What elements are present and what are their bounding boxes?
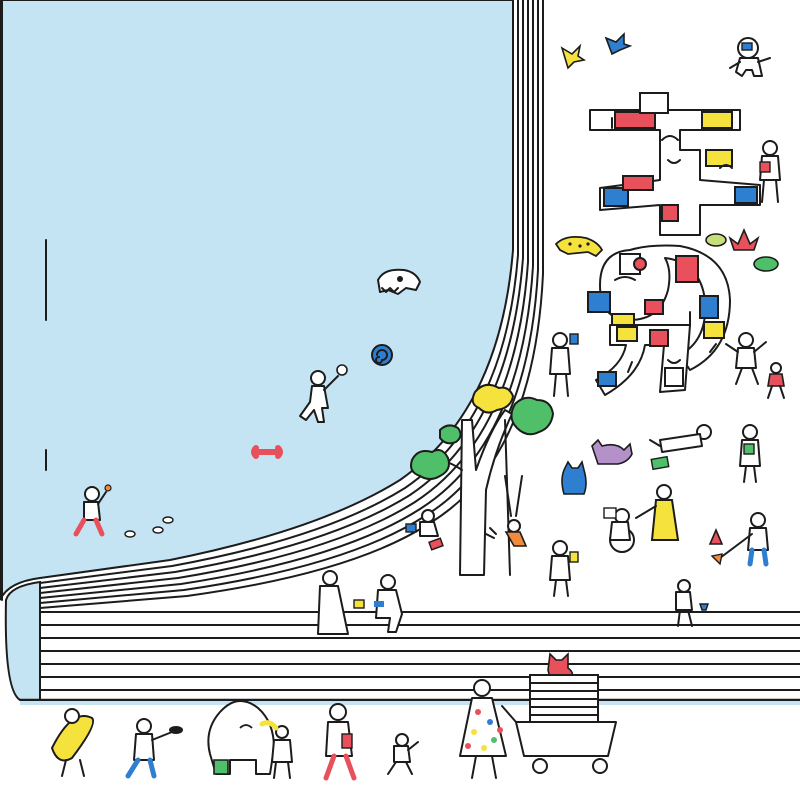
person-walking-books — [323, 703, 357, 781]
tree-icon — [410, 383, 555, 576]
page-stack — [39, 611, 800, 691]
footprints-icon — [124, 516, 174, 538]
book-icon — [0, 0, 800, 705]
dinosaur-skull-icon — [377, 268, 421, 295]
person-with-net — [299, 364, 348, 423]
person-reading-standing — [549, 540, 579, 597]
surfboard-icon — [50, 708, 94, 777]
book-binding — [4, 580, 41, 701]
cat-icon — [591, 438, 633, 465]
cat-icon — [561, 460, 587, 495]
person-dancing — [725, 332, 767, 385]
lotus-icon — [705, 227, 779, 272]
page-edge-lines — [39, 0, 544, 609]
glyph-chikara — [595, 324, 691, 396]
traffic-cone-icon — [708, 527, 724, 545]
person-with-banana — [259, 720, 293, 779]
glyph-hon — [589, 92, 761, 236]
ammonite-icon — [371, 344, 393, 366]
leopard-icon — [554, 235, 604, 258]
child-running — [387, 733, 419, 775]
title-lettering — [587, 92, 761, 396]
person-with-pan — [125, 718, 183, 779]
bone-icon — [251, 445, 283, 459]
person-standing-green — [739, 424, 761, 483]
child-red — [767, 362, 785, 399]
bird-icon — [604, 32, 633, 56]
gorilla-icon — [207, 700, 275, 775]
blue-page — [0, 0, 514, 601]
bird-icon — [560, 43, 587, 70]
person-running-red — [73, 484, 112, 537]
astronaut-icon — [729, 37, 771, 77]
child-reading-under-tree — [405, 509, 444, 551]
person-polka-dot-dress — [459, 679, 507, 779]
person-lying-reading — [649, 424, 712, 471]
person-swinging — [485, 475, 528, 547]
person-sitting-edge — [675, 579, 709, 627]
glyph-no — [587, 244, 731, 371]
person-reading-phone — [549, 332, 579, 397]
wheelchair-icon — [603, 484, 680, 553]
person-standing-red-shirt — [759, 140, 781, 203]
couple-on-bench — [317, 570, 403, 635]
cart-icon — [501, 674, 617, 774]
person-shoveling — [710, 512, 769, 567]
